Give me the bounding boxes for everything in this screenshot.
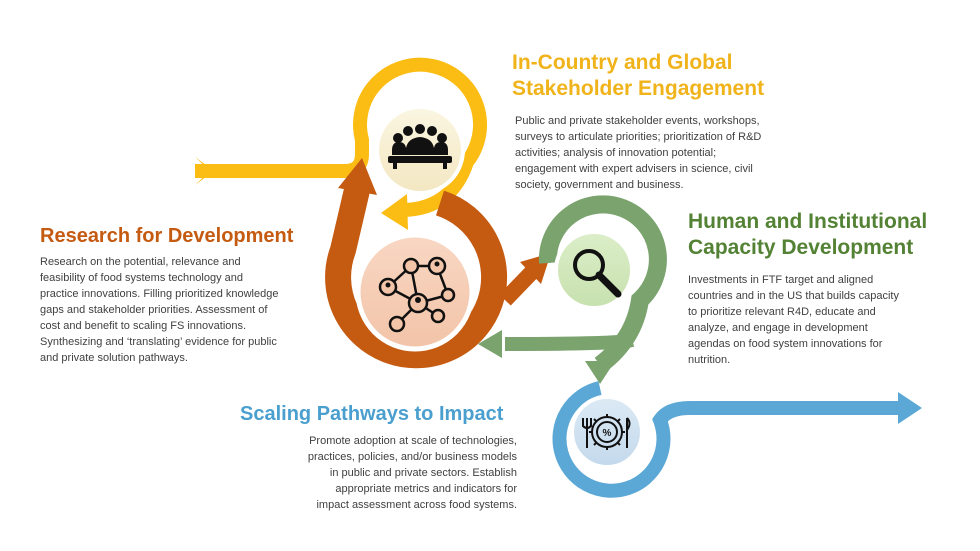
capacity-loop: [478, 195, 667, 384]
engagement-description: Public and private stakeholder events, w…: [515, 114, 761, 194]
food-gear-icon: %: [570, 395, 644, 469]
research-up-arrowhead: [338, 158, 377, 195]
engagement-title-line-2: Stakeholder Engagement: [512, 77, 765, 101]
magnifier-icon: [554, 230, 634, 310]
engagement-text-line: Public and private stakeholder events, w…: [515, 115, 760, 127]
engagement-entry-arrow: [195, 157, 214, 185]
engagement-loop: [195, 57, 487, 230]
capacity-text-line: Investments in FTF target and aligned: [688, 274, 874, 286]
capacity-text-line: to prioritize relevant R4D, educate and: [688, 305, 876, 318]
research-text-line: Research on the potential, relevance and: [40, 256, 241, 268]
engagement-text-line: society, government and business.: [515, 178, 684, 191]
capacity-down-arrowhead: [585, 361, 615, 384]
capacity-text-line: analyze, and engage in development: [688, 321, 868, 334]
research-text-line: feasibility of food systems technology a…: [40, 271, 244, 284]
network-icon: [355, 232, 475, 352]
engagement-title-line-1: In-Country and Global: [512, 51, 733, 74]
capacity-text-line: agendas on food system innovations for: [688, 337, 883, 350]
scaling-text-line: Promote adoption at scale of technologie…: [309, 435, 517, 447]
capacity-text-line: countries and in the US that builds capa…: [688, 289, 899, 302]
engagement-text-line: activities; analysis of innovation poten…: [515, 146, 717, 159]
scaling-text-line: appropriate metrics and indicators for: [335, 482, 517, 495]
research-title: Research for Development: [40, 225, 294, 247]
research-description: Research on the potential, relevance and…: [40, 255, 278, 367]
scaling-text-line: in public and private sectors. Establish: [329, 466, 517, 479]
engagement-title: In-Country and Global Stakeholder Engage…: [512, 50, 764, 103]
engagement-text-line: surveys to articulate priorities; priori…: [515, 130, 762, 143]
scaling-loop: [552, 381, 922, 498]
scaling-description: Promote adoption at scale of technologie…: [285, 434, 517, 514]
engagement-arrowhead: [381, 194, 408, 230]
scaling-title: Scaling Pathways to Impact: [240, 403, 504, 425]
research-text-line: practice innovations. Filling prioritize…: [40, 287, 279, 300]
research-text-line: and private solution pathways.: [40, 351, 188, 364]
capacity-title-line-2: Capacity Development: [688, 236, 914, 260]
capacity-title: Human and Institutional Capacity Develop…: [688, 209, 927, 262]
research-text-line: cost and benefit to scaling FS innovatio…: [40, 319, 247, 332]
people-meeting-icon: [375, 105, 465, 195]
research-text-line: Synthesizing and ‘translating’ evidence …: [40, 335, 277, 348]
scaling-text-line: impact assessment across food systems.: [316, 498, 517, 511]
research-text-line: gaps and stakeholder priorities. Assessm…: [40, 303, 268, 316]
capacity-text-line: nutrition.: [688, 353, 731, 366]
svg-text:%: %: [603, 428, 612, 439]
scaling-text-line: practices, policies, and/or business mod…: [307, 450, 517, 463]
capacity-description: Investments in FTF target and aligned co…: [688, 273, 899, 369]
capacity-title-line-1: Human and Institutional: [688, 210, 928, 233]
engagement-text-line: engagement with expert advisers in scien…: [515, 162, 753, 175]
capacity-left-arrowhead: [478, 330, 502, 358]
scaling-exit-arrowhead: [898, 392, 922, 424]
